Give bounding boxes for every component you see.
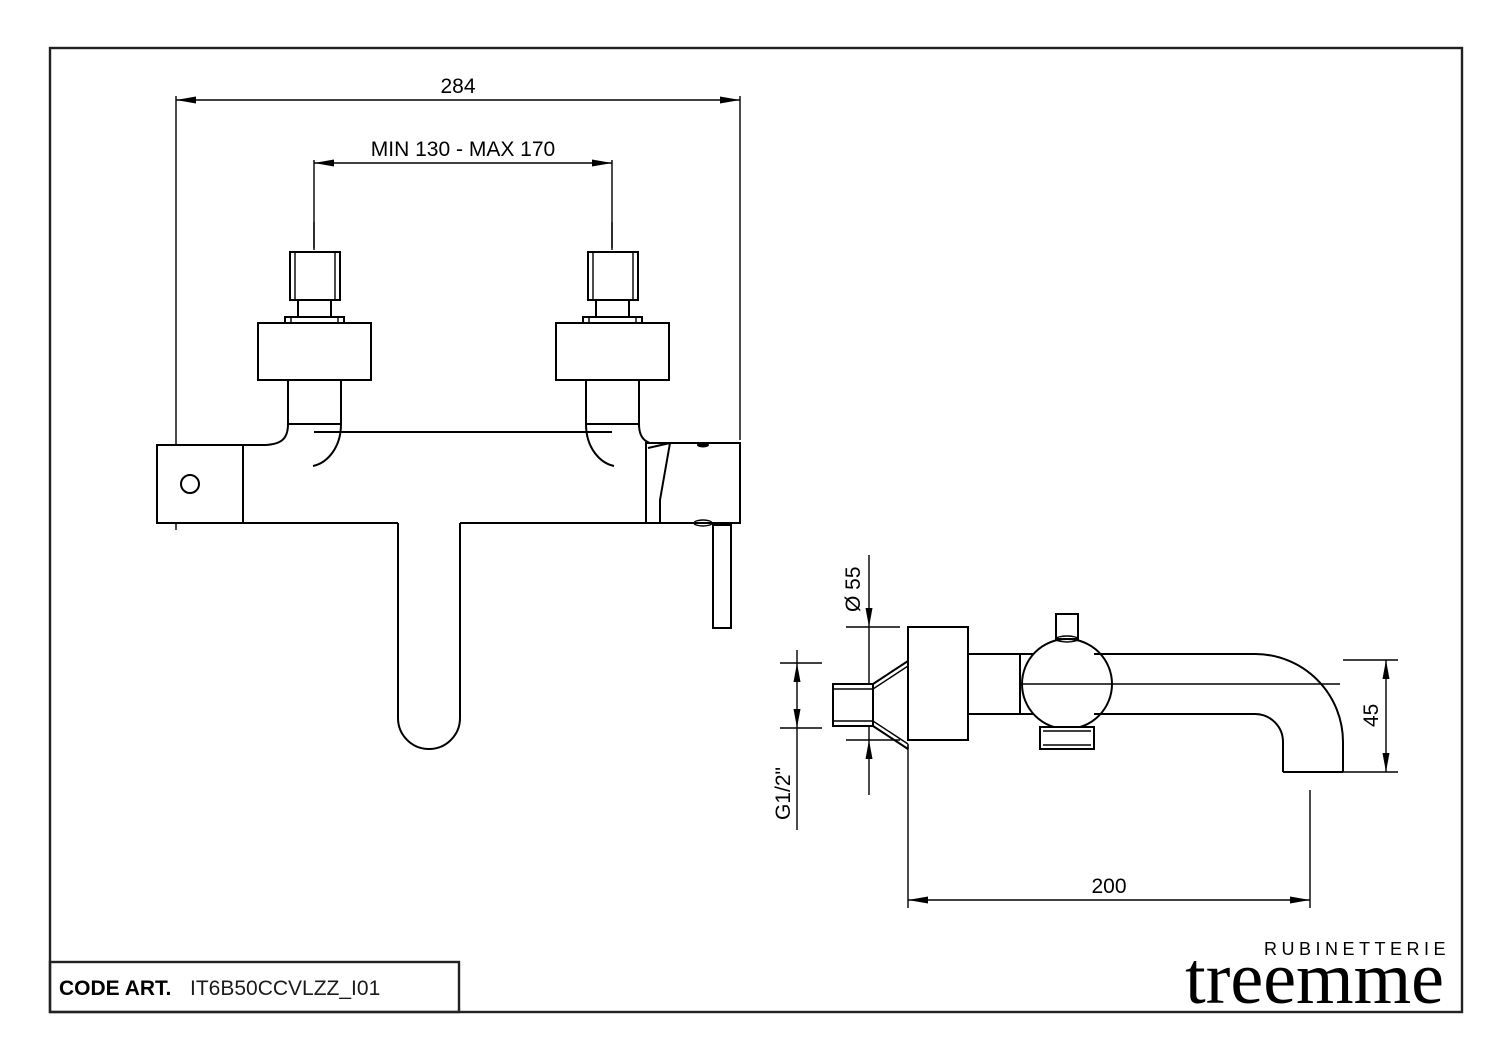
- code-art-value: IT6B50CCVLZZ_I01: [190, 977, 380, 1000]
- dimension-label-45: 45: [1360, 704, 1383, 727]
- plate-hole: [180, 474, 200, 494]
- sheet-border: [48, 46, 1464, 1014]
- side-handle-assembly: [1014, 613, 1340, 750]
- dimension-label-min-max: MIN 130 - MAX 170: [371, 138, 555, 161]
- dimension-label-200: 200: [1091, 875, 1126, 898]
- dimension-escutcheon-diameter: Ø 55: [842, 555, 900, 795]
- dimension-inlet-centers: MIN 130 - MAX 170: [313, 138, 613, 250]
- dimension-label-diameter-55: Ø 55: [842, 566, 865, 612]
- dimension-inlet-thread: G1/2": [772, 650, 822, 830]
- dimension-label-g-half: G1/2": [772, 767, 795, 820]
- left-valve-assembly: [257, 222, 372, 467]
- side-body: [967, 653, 1030, 715]
- side-view-geometry: [832, 613, 1344, 773]
- dimension-label-284: 284: [440, 75, 475, 98]
- wall-inlet-pipe: [832, 660, 909, 750]
- escutcheon-plate: [907, 626, 969, 741]
- lever-handle: [712, 524, 732, 629]
- brand-logo: RUBINETTERIE treemme: [1185, 938, 1450, 1020]
- brand-name: treemme: [1185, 938, 1444, 1020]
- brand-tagline: RUBINETTERIE: [1264, 939, 1450, 959]
- front-view-geometry: [156, 222, 741, 750]
- side-spout: [1125, 653, 1344, 773]
- code-art-label: CODE ART.: [59, 977, 171, 1000]
- title-block-box: [48, 960, 461, 1014]
- mixer-body: [156, 431, 741, 750]
- dimension-spout-projection: 200: [907, 745, 1311, 908]
- dimension-spout-drop: 45: [1343, 659, 1398, 773]
- right-valve-assembly: [555, 222, 670, 467]
